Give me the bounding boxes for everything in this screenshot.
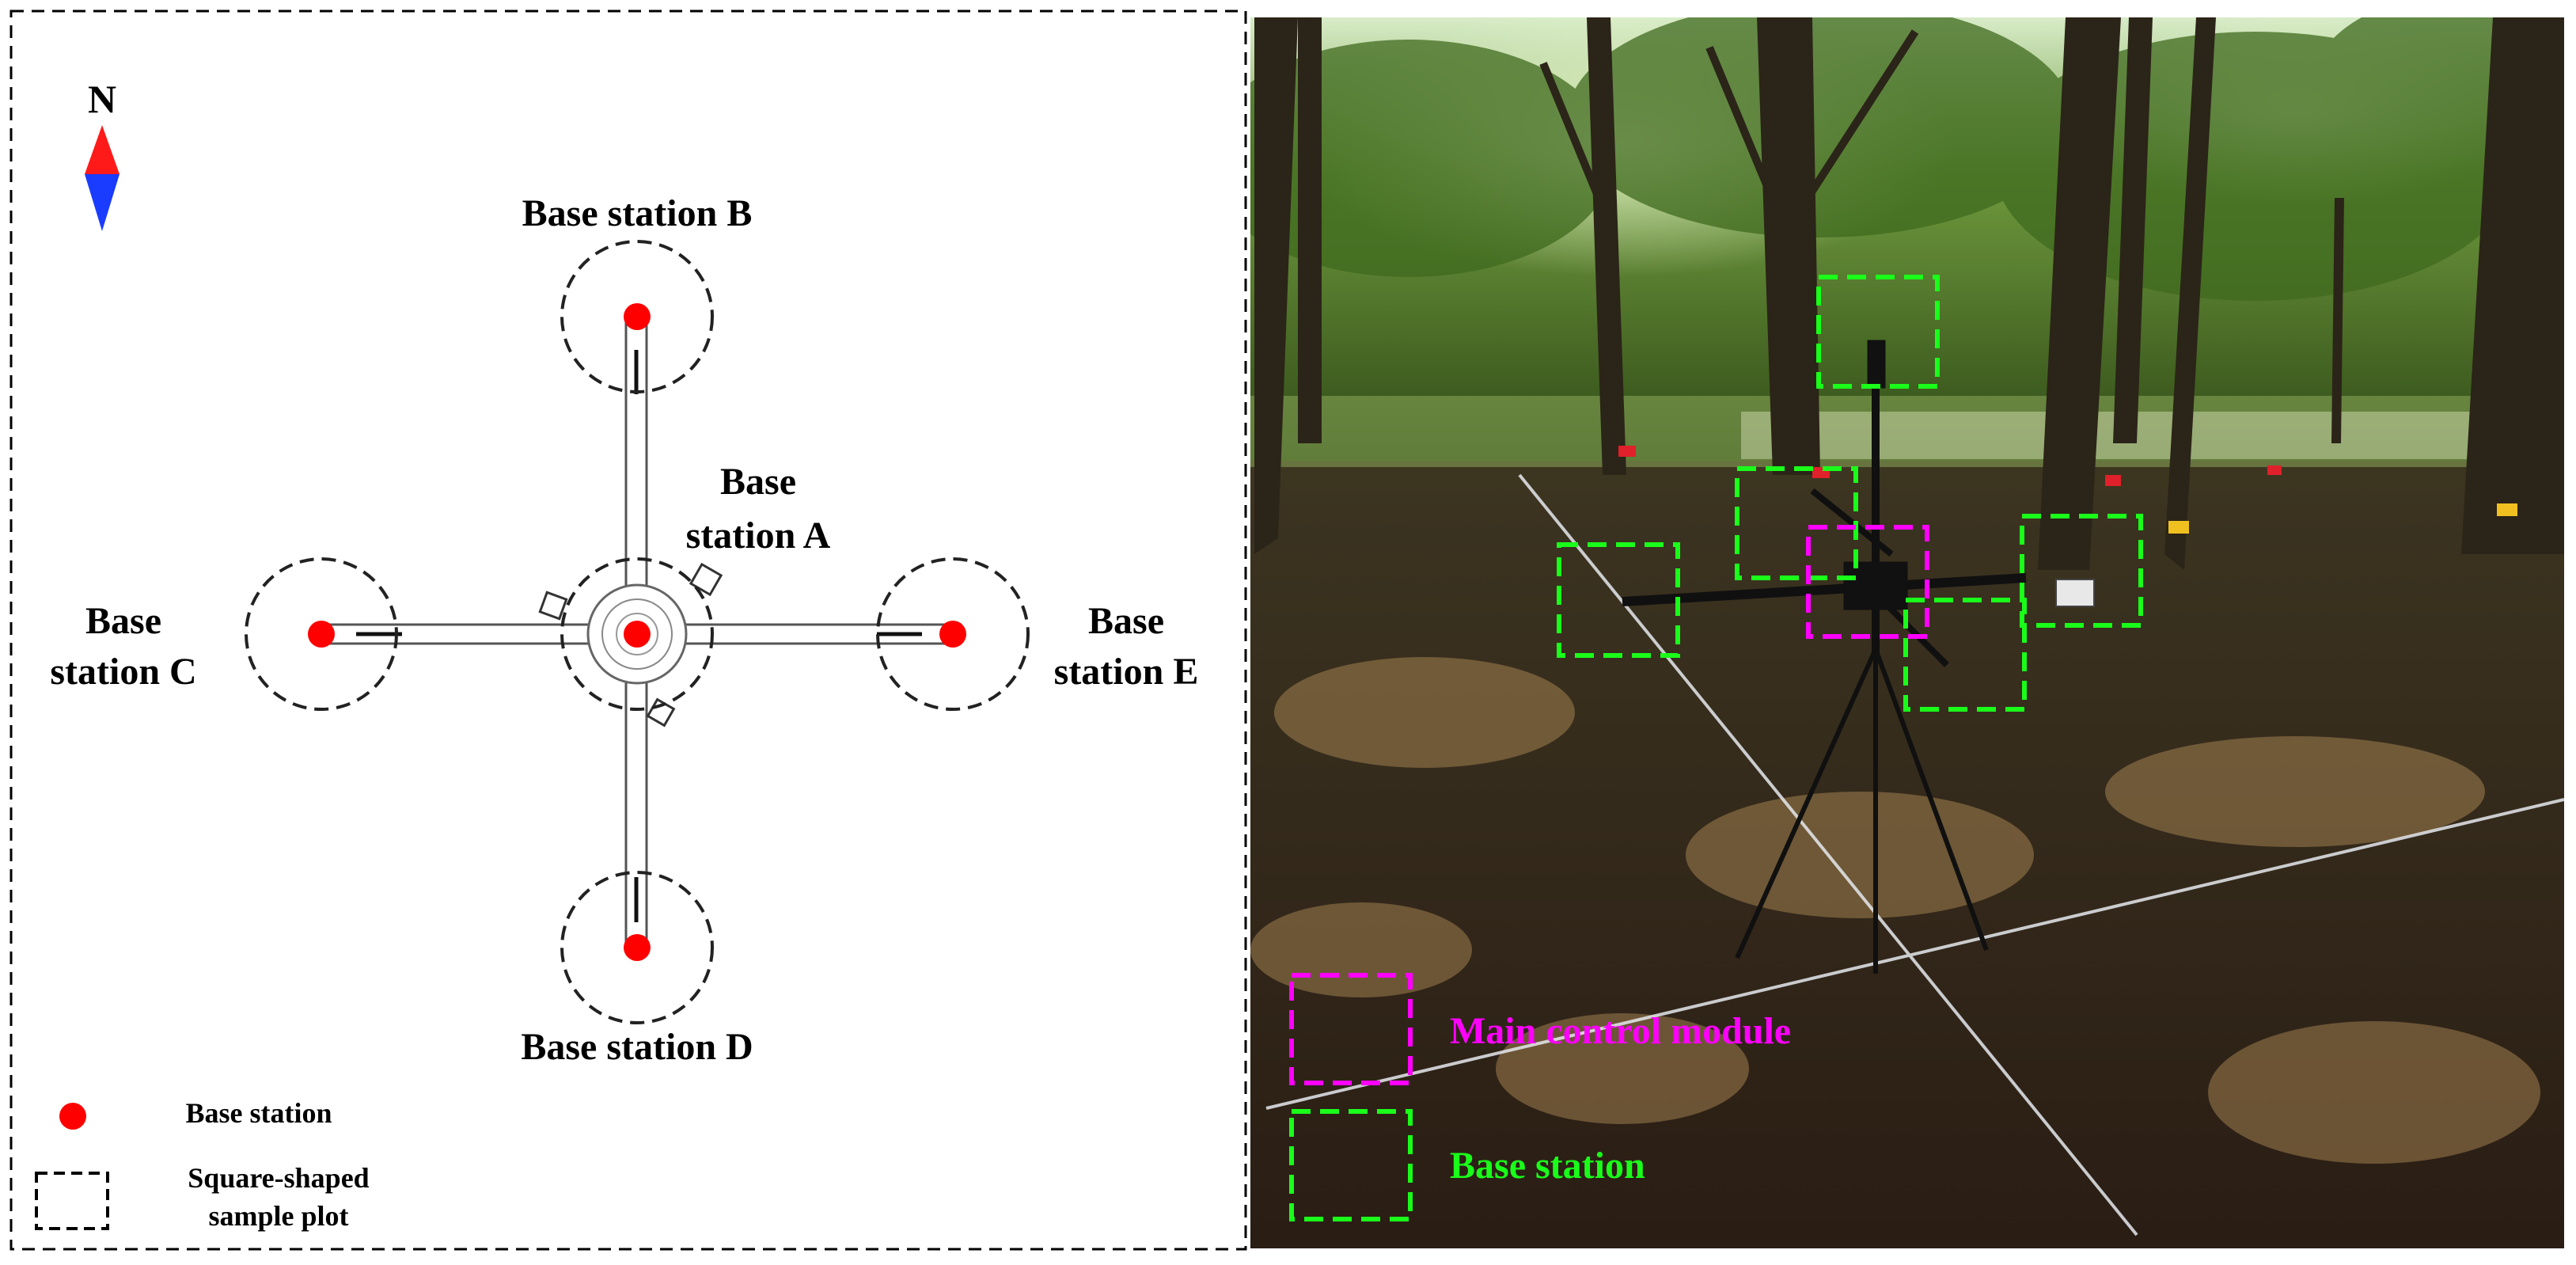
- legend-plot-label-line1: Square-shaped: [188, 1162, 369, 1194]
- photo-legend-base-station-swatch: [1289, 1109, 1413, 1221]
- station-c-label-line2: station C: [50, 651, 196, 693]
- photo-legend-main-control-label: Main control module: [1450, 1010, 1791, 1052]
- station-e-label-line2: station E: [1054, 651, 1199, 693]
- legend-plot-square-icon: [35, 1172, 109, 1230]
- north-arrow-icon: N: [85, 77, 120, 231]
- sample-plot-circles: [245, 240, 1030, 1024]
- station-a-label-line1: Base: [720, 461, 796, 503]
- station-dots: [308, 303, 966, 961]
- station-c-dot: [308, 621, 335, 648]
- north-label: N: [88, 77, 116, 121]
- layout-legend: Base station Square-shaped sample plot: [35, 1097, 370, 1232]
- station-b-dot: [624, 303, 651, 330]
- legend-base-station-label: Base station: [185, 1097, 332, 1129]
- photo-legend-base-station-label: Base station: [1450, 1145, 1645, 1187]
- station-e-label-line1: Base: [1088, 600, 1164, 642]
- station-c-label-line1: Base: [85, 600, 161, 642]
- photo-legend: Main control module Base station: [1289, 973, 1791, 1221]
- station-a-label-line2: station A: [686, 515, 831, 557]
- photo-legend-main-control-swatch: [1289, 973, 1413, 1085]
- legend-station-dot: [59, 1103, 86, 1130]
- station-e-dot: [939, 621, 966, 648]
- station-a-dot: [624, 621, 651, 648]
- station-d-label: Base station D: [521, 1026, 753, 1068]
- main-control-box: [1806, 525, 1929, 639]
- field-photo: Main control module Base station: [1250, 17, 2564, 1248]
- base-station-boxes: [1557, 275, 2143, 712]
- legend-plot-label-line2: sample plot: [208, 1200, 348, 1232]
- arm-end-marks: [356, 350, 922, 922]
- station-d-dot: [624, 934, 651, 961]
- layout-panel: N: [9, 9, 1247, 1251]
- station-b-label: Base station B: [522, 192, 753, 234]
- tripod-equipment-icon: [1622, 340, 2095, 974]
